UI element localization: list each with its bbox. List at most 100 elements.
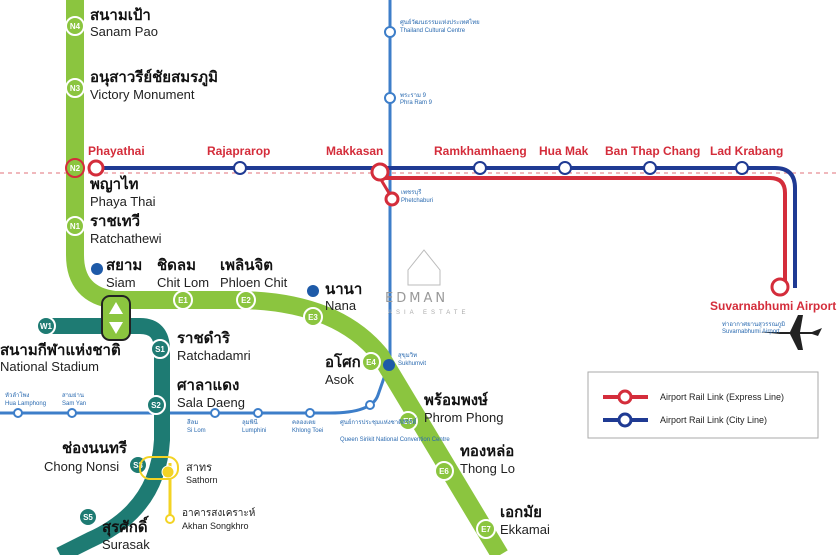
label-en: Sathorn (186, 475, 218, 485)
mrt-label: เพชรบุรี (401, 190, 422, 196)
label-th: นานา (325, 281, 363, 298)
label-th: สุรศักดิ์ (102, 519, 148, 536)
svg-text:N1: N1 (70, 222, 81, 231)
svg-text:S2: S2 (151, 401, 161, 410)
legend-express-label: Airport Rail Link (Express Line) (660, 392, 785, 402)
label-en: Sala Daeng (177, 395, 245, 410)
blue-horizontal-stations (13, 400, 375, 418)
mrt-label: Sam Yan (62, 401, 87, 407)
svg-text:E1: E1 (178, 296, 188, 305)
svg-text:W1: W1 (40, 322, 53, 331)
svg-text:E6: E6 (439, 467, 449, 476)
station-akhan-songkhro (165, 514, 175, 524)
watermark-house-icon (407, 249, 441, 286)
label-arl: Lad Krabang (710, 144, 784, 158)
label-th: พญาไท (90, 176, 139, 193)
station-thailand-cultural-centre (384, 26, 396, 38)
label-th: อนุสาวรีย์ชัยสมรภูมิ (90, 69, 218, 86)
mrt-label: Khlong Toei (292, 428, 324, 434)
svg-text:E2: E2 (241, 296, 251, 305)
sukhumvit-mrt-icon (383, 359, 395, 371)
label-th: ช่องนนทรี (62, 440, 127, 457)
watermark-sub: ASIA ESTATE (388, 310, 470, 316)
svg-text:E7: E7 (481, 525, 491, 534)
label-en: Phloen Chit (220, 275, 288, 290)
mrt-label: หัวลำโพง (5, 393, 30, 399)
station-phra-ram-9 (384, 92, 396, 104)
label-th: อาคารสงเคราะห์ (182, 508, 256, 519)
label-en: Nana (325, 298, 357, 313)
label-arl: Suvarnabhumi Airport (710, 299, 837, 313)
label-th: ชิดลม (157, 257, 197, 274)
green-station-badges: N4 N3 N2 N1 E1 E2 E3 E4 E5 E6 E7 (65, 16, 496, 539)
svg-text:S5: S5 (83, 513, 93, 522)
label-th: พร้อมพงษ์ (424, 392, 488, 409)
label-arl: Rajaprarop (207, 144, 271, 158)
label-th: ทองหล่อ (460, 443, 515, 460)
legend-box (587, 371, 819, 439)
station-suvarnabhumi (770, 277, 790, 297)
label-en: Akhan Songkhro (182, 521, 249, 531)
svg-text:E4: E4 (366, 358, 376, 367)
mrt-label: สีลม (187, 420, 199, 426)
label-th: เพลินจิต (220, 257, 273, 274)
siam-interchange (101, 295, 131, 341)
station-rajaprarop (233, 161, 247, 175)
label-arl: Ban Thap Chang (605, 144, 701, 158)
svg-text:N2: N2 (70, 164, 81, 173)
label-en: Sanam Pao (90, 24, 158, 39)
label-th: สนามเป้า (90, 7, 151, 24)
airport-note: ท่าอากาศยานสุวรรณภูมิ (722, 322, 786, 328)
airport-note: Suvarnabhumi Airport (722, 329, 780, 335)
mrt-label: Phra Ram 9 (400, 100, 433, 106)
mrt-label: ลุมพินี (242, 420, 258, 426)
svg-text:E5: E5 (403, 417, 413, 426)
station-ban-thap-chang (643, 161, 657, 175)
mrt-label: คลองเตย (292, 420, 316, 426)
mrt-label: สุขุมวิท (398, 353, 418, 359)
teal-station-badges: W1 S1 S2 S3 S5 (36, 316, 170, 527)
svg-text:S1: S1 (155, 345, 165, 354)
mrt-label: Sukhumvit (398, 361, 427, 367)
legend-city-label: Airport Rail Link (City Line) (660, 415, 768, 425)
station-phetchaburi (384, 191, 400, 207)
label-en: Asok (325, 372, 354, 387)
arl-stations (233, 161, 749, 175)
label-en: Victory Monument (90, 87, 195, 102)
label-en: Phrom Phong (424, 410, 504, 425)
mrt-label: Si Lom (187, 428, 206, 434)
station-ramkhamhaeng (473, 161, 487, 175)
label-th: สาทร (186, 462, 213, 474)
label-arl: Phayathai (88, 144, 145, 158)
teal-silom-line (45, 318, 170, 555)
label-en: Ekkamai (500, 522, 550, 537)
label-th: สนามกีฬาแห่งชาติ (0, 342, 121, 359)
svg-text:S3: S3 (133, 461, 143, 470)
label-th: ราชดำริ (177, 330, 230, 347)
label-th: สยาม (106, 257, 143, 274)
mrt-label: พระราม 9 (400, 93, 426, 99)
mrt-label: Hua Lamphong (5, 401, 47, 407)
label-th: ศาลาแดง (177, 377, 240, 394)
station-makkasan (370, 162, 390, 182)
mrt-icon (307, 285, 319, 297)
label-en: Surasak (102, 537, 150, 552)
svg-text:N3: N3 (70, 84, 81, 93)
mrt-label: ศูนย์วัฒนธรรมแห่งประเทศไทย (400, 20, 480, 26)
label-en: Chit Lom (157, 275, 210, 290)
mrt-label: Lumphini (242, 428, 267, 434)
label-th: ราชเทวี (90, 213, 141, 230)
label-arl: Ramkhamhaeng (434, 144, 527, 158)
mrt-label: Queen Sirikit National Convention Centre (340, 437, 450, 443)
airplane-icon (760, 315, 822, 350)
station-phayathai-arl (87, 159, 105, 177)
label-en: Ratchathewi (90, 231, 162, 246)
arl-city-line (95, 166, 797, 288)
mrt-label: Phetchaburi (401, 198, 434, 204)
label-en: Phaya Thai (90, 194, 156, 209)
mrt-icon (91, 263, 103, 275)
svg-text:E3: E3 (308, 313, 318, 322)
blue-horizontal-line (0, 374, 387, 415)
